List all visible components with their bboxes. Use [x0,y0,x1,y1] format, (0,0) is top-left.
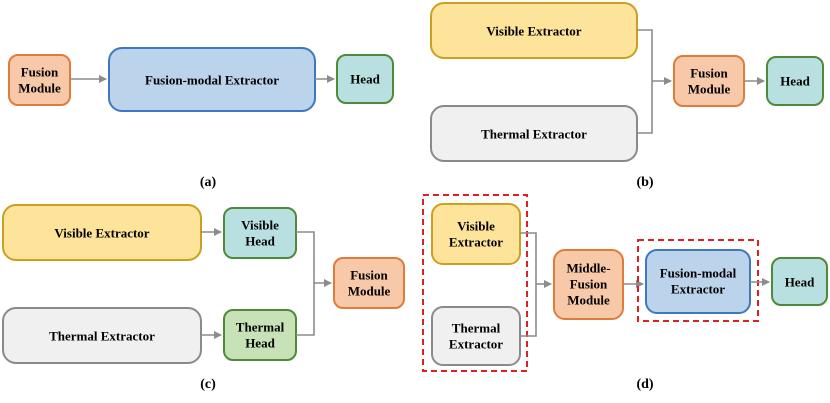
d-extractors-highlight [422,194,528,372]
b-head-box: Head [766,56,824,106]
c-thermal-extractor-box: Thermal Extractor [2,307,202,364]
label-line: Fusion [350,268,388,283]
a-head-label: Head [350,72,380,87]
d-fusion-extractor-highlight [637,239,759,322]
b-caption: (b) [636,175,653,190]
label-line: Middle- [566,261,610,276]
label-line: Visible Extractor [486,24,581,39]
label-line: Fusion [690,66,728,81]
b-thermal-extractor-box: Thermal Extractor [430,105,638,162]
d-head-box: Head [771,257,828,306]
d-head-label: Head [785,275,815,290]
a-fusion-modal-extractor-box: Fusion-modal Extractor [108,47,316,112]
c-visible-extractor-label: Visible Extractor [54,226,149,241]
label-line: Head [780,74,810,89]
panel-b: Visible Extractor Thermal Extractor Fusi… [430,2,824,190]
label-line: Fusion-modal Extractor [145,73,279,88]
label-line: Head [350,72,380,87]
label-line: Fusion [570,277,608,292]
label-line: Visible [457,219,495,234]
label-line: Head [245,234,275,249]
b-edge-merge [637,29,653,134]
label-line: Fusion-modal [660,266,737,281]
c-thermal-extractor-label: Thermal Extractor [49,329,155,344]
label-line: Module [348,284,391,299]
d-caption: (d) [636,377,653,392]
label-line: Fusion [21,65,59,80]
c-edge-merge [296,231,315,336]
label-line: Extractor [449,337,503,352]
a-fusion-modal-extractor-label: Fusion-modal Extractor [145,73,279,88]
label-line: Thermal [452,321,501,336]
a-caption: (a) [200,175,217,190]
label-line: Module [18,81,61,96]
label-line: Module [688,82,731,97]
b-visible-extractor-label: Visible Extractor [486,24,581,39]
label-line: Visible [241,218,279,233]
label-line: Thermal Extractor [49,329,155,344]
label-line: Thermal [236,320,285,335]
label-line: Module [567,293,610,308]
label-line: Visible Extractor [54,226,149,241]
c-caption: (c) [200,377,216,392]
label-line: Extractor [449,235,503,250]
b-visible-extractor-box: Visible Extractor [430,2,638,59]
b-head-label: Head [780,74,810,89]
label-line: Thermal Extractor [481,127,587,142]
label-line: Head [245,336,275,351]
c-visible-extractor-box: Visible Extractor [2,204,202,261]
b-thermal-extractor-label: Thermal Extractor [481,127,587,142]
label-line: Head [785,275,815,290]
label-line: Extractor [671,282,725,297]
a-head-box: Head [336,54,394,104]
